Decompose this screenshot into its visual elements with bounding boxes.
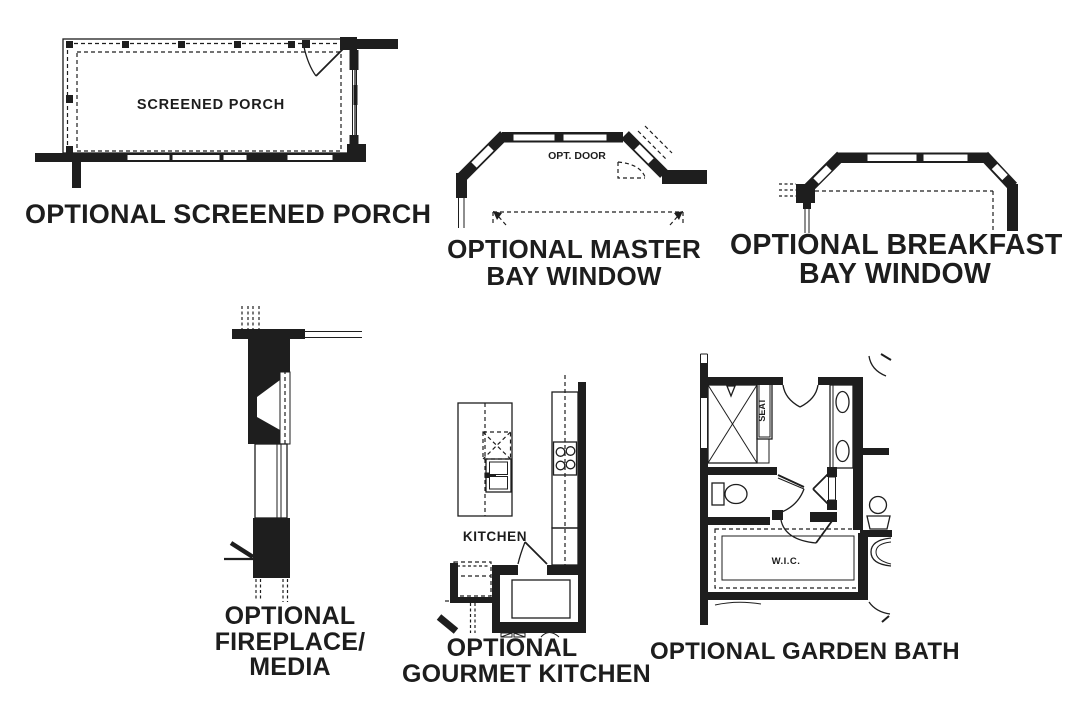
lower-room-hint [500, 632, 560, 638]
bay-extent-guide [815, 190, 994, 231]
master-bay-caption-line1: OPTIONAL MASTER [447, 234, 701, 264]
kitchen-right-wall [578, 382, 586, 633]
refrigerator-dashed [450, 561, 500, 622]
gourmet-kitchen-caption: OPTIONAL GOURMET KITCHEN [402, 634, 651, 688]
porch-right-wall-window [349, 50, 359, 153]
fireplace-lower-wall [224, 518, 290, 602]
fireplace-caption-line1: OPTIONAL [224, 602, 356, 630]
shower-seat: SEAT [756, 381, 773, 464]
fireplace-caption-line2: FIREPLACE/ [214, 627, 366, 656]
optional-door-swing-icon [617, 161, 646, 179]
shower [707, 380, 758, 464]
bath-left-wall [699, 353, 709, 625]
island-sink-icon [484, 458, 512, 493]
bay-right-angled-window [621, 125, 707, 184]
cooktop-icon [552, 441, 578, 476]
bay-extent-guide [492, 211, 684, 226]
porch-posts [66, 40, 310, 154]
breakfast-bay-plan [779, 151, 1018, 233]
master-bay-plan: OPT. DOOR [456, 125, 707, 228]
garden-bath-plan: SEAT [699, 353, 892, 625]
fireplace-caption-line3: MEDIA [249, 653, 331, 681]
fireplace-wall [232, 329, 362, 444]
wall-hatch [241, 306, 260, 329]
gourmet-kitchen-caption-line2: GOURMET KITCHEN [402, 659, 651, 688]
wic-label: W.I.C. [772, 556, 801, 567]
bathtub-icon [858, 530, 892, 597]
pedestal-sink-icon [866, 495, 891, 530]
gourmet-kitchen-caption-line1: OPTIONAL [446, 634, 578, 662]
seat-label: SEAT [757, 398, 767, 422]
porch-room-label: SCREENED PORCH [137, 97, 285, 113]
gourmet-kitchen-plan: KITCHEN [436, 375, 586, 638]
screened-porch-plan: SCREENED PORCH [35, 37, 398, 188]
porch-walls [62, 38, 356, 154]
breakfast-bay-caption-line2: BAY WINDOW [798, 258, 991, 291]
breakfast-bay-caption: OPTIONAL BREAKFAST BAY WINDOW [730, 229, 1063, 291]
vanity-sinks [829, 384, 854, 469]
bay-top-windows [502, 132, 623, 143]
bath-bottom-wall [708, 592, 891, 623]
kitchen-counter [551, 375, 579, 566]
porch-bottom-wall-windows [35, 144, 366, 188]
pantry [492, 541, 586, 633]
kitchen-room-label: KITCHEN [463, 529, 527, 544]
bay-left-angled-window [779, 151, 845, 233]
bay-top-windows [838, 152, 987, 163]
bay-right-angled-window [979, 151, 1018, 231]
kitchen-lower-left-wall [436, 600, 476, 634]
media-cabinet [254, 443, 288, 519]
garden-bath-caption: OPTIONAL GARDEN BATH [650, 638, 960, 665]
opt-door-label: OPT. DOOR [548, 150, 606, 162]
fireplace-caption: OPTIONAL FIREPLACE/ MEDIA [195, 602, 385, 681]
fireplace-plan [224, 306, 362, 602]
breakfast-bay-caption-line1: OPTIONAL BREAKFAST [730, 229, 1063, 261]
master-bay-caption-line2: BAY WINDOW [486, 260, 662, 291]
bath-top-wall [700, 377, 863, 408]
master-bay-caption: OPTIONAL MASTER BAY WINDOW [440, 236, 708, 289]
porch-top-right-wall [340, 37, 398, 50]
kitchen-island [457, 402, 513, 517]
bath-door-swings [772, 467, 837, 544]
screened-porch-caption: OPTIONAL SCREENED PORCH [25, 199, 432, 229]
bath-right-wall [853, 353, 892, 530]
bay-left-angled-window [456, 131, 508, 228]
toilet [708, 467, 777, 506]
